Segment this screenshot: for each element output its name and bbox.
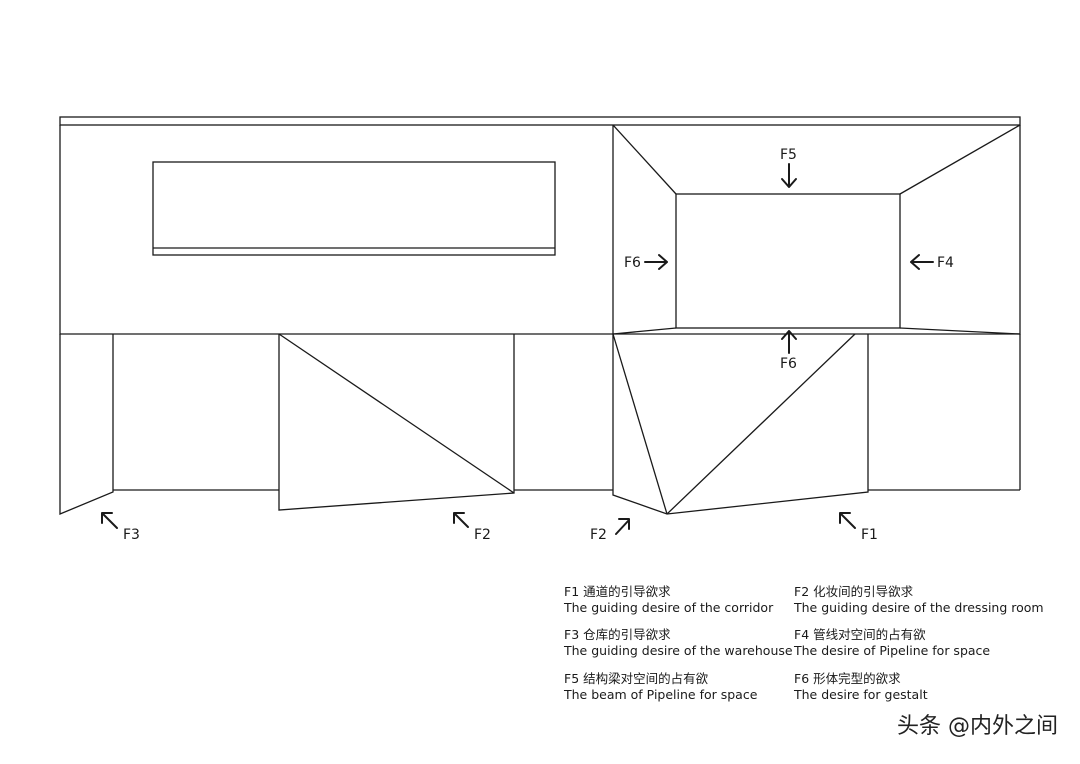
upper-wall [59, 125, 1021, 335]
legend-zh: F2 化妆间的引导欲求 [794, 584, 914, 599]
arrow-upleft-icon [453, 512, 469, 528]
dressing-door-diagonal [278, 333, 515, 494]
legend-item-f5: F5 结构梁对空间的占有欲 The beam of Pipeline for s… [564, 671, 757, 703]
corridor-fold-1 [612, 333, 668, 515]
label-f5: F5 [780, 147, 797, 163]
arrow-up-icon [781, 330, 797, 354]
legend-en: The beam of Pipeline for space [564, 687, 758, 702]
legend-en: The guiding desire of the corridor [564, 600, 774, 615]
label-f2-right: F2 [590, 527, 607, 543]
arrow-upright-icon [615, 518, 630, 535]
label-f1: F1 [861, 527, 878, 543]
legend-item-f4: F4 管线对空间的占有欲 The desire of Pipeline for … [794, 627, 990, 659]
label-f2-mid: F2 [474, 527, 491, 543]
legend-en: The desire for gestalt [794, 687, 928, 702]
legend-en: The guiding desire of the warehouse [564, 643, 793, 658]
label-f6-left: F6 [624, 255, 641, 271]
legend-item-f3: F3 仓库的引导欲求 The guiding desire of the war… [564, 627, 793, 659]
legend-item-f2: F2 化妆间的引导欲求 The guiding desire of the dr… [794, 584, 1044, 616]
arrow-down-icon [781, 163, 797, 188]
dressing-door-panel [278, 334, 515, 511]
recess-box [675, 193, 901, 329]
arrow-upleft-icon [839, 512, 856, 529]
recess-diag-tr [899, 124, 1021, 195]
arrow-right-icon [644, 254, 668, 270]
label-f3: F3 [123, 527, 140, 543]
legend-item-f6: F6 形体完型的欲求 The desire for gestalt [794, 671, 928, 703]
watermark: 头条 @内外之间 [897, 714, 1058, 739]
recess-diag-br [899, 327, 1021, 335]
corridor-fold-2 [666, 333, 856, 515]
legend-zh: F4 管线对空间的占有欲 [794, 627, 926, 642]
warehouse-panel [59, 334, 114, 515]
window-frame [152, 161, 556, 256]
arrow-left-icon [910, 254, 934, 270]
legend-item-f1: F1 通道的引导欲求 The guiding desire of the cor… [564, 584, 773, 616]
label-f6-bottom: F6 [780, 356, 797, 372]
legend-zh: F6 形体完型的欲求 [794, 671, 901, 686]
legend-zh: F5 结构梁对空间的占有欲 [564, 671, 709, 686]
top-ledge [59, 116, 1021, 126]
corridor-door-left [612, 334, 869, 515]
label-f4: F4 [937, 255, 954, 271]
recess-diag-bl [612, 327, 677, 335]
legend-en: The desire of Pipeline for space [794, 643, 991, 658]
recess-diag-tl [612, 124, 677, 195]
legend-en: The guiding desire of the dressing room [794, 600, 1044, 615]
arrow-upleft-icon [101, 512, 118, 529]
legend-zh: F3 仓库的引导欲求 [564, 627, 671, 642]
legend-zh: F1 通道的引导欲求 [564, 584, 671, 599]
